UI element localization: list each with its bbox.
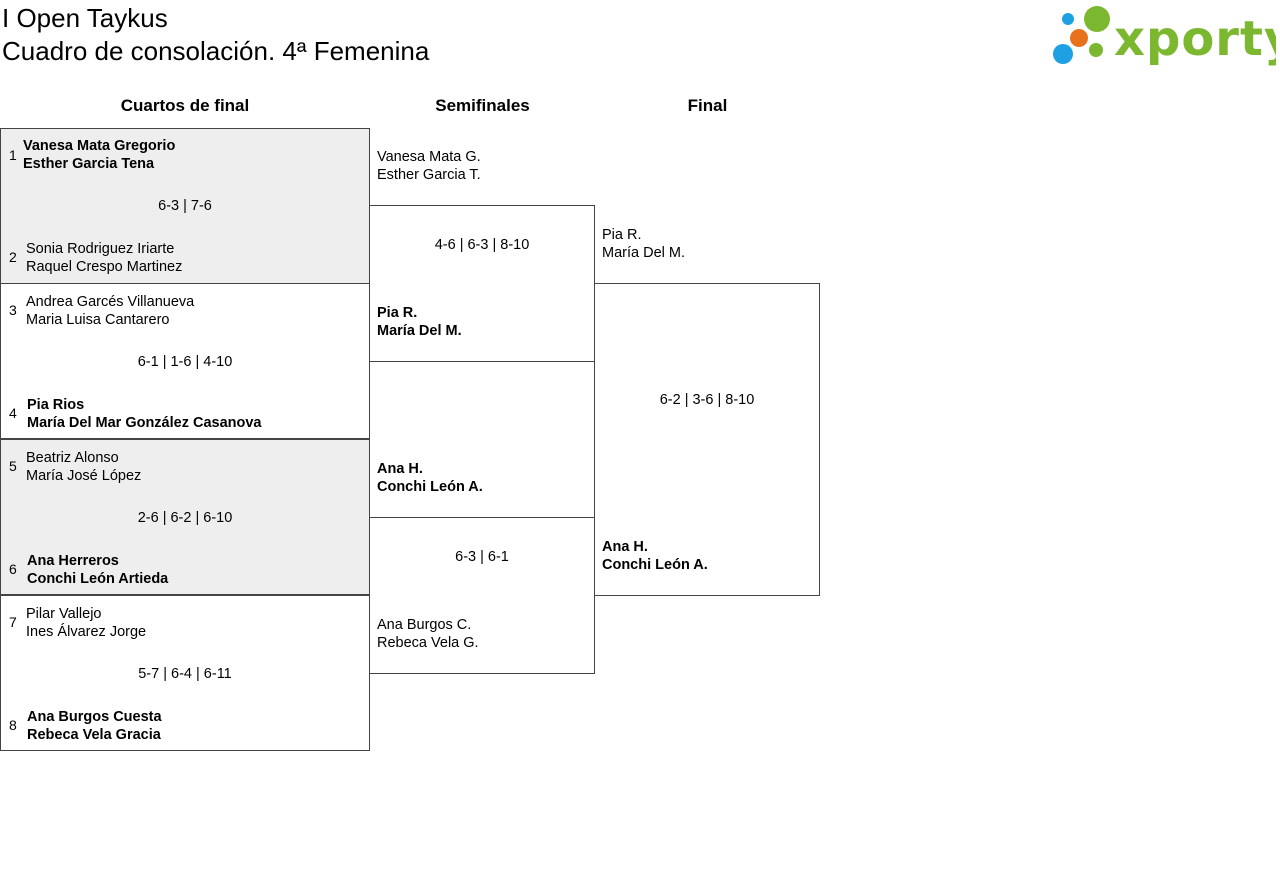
player-name: Ana Burgos Cuesta (27, 709, 162, 725)
semifinal-1-top-pair: Vanesa Mata G. Esther Garcia T. (377, 148, 481, 184)
draw-name: Cuadro de consolación. 4ª Femenina (2, 36, 430, 66)
match-score: 2-6 | 6-2 | 6-10 (137, 510, 233, 526)
final-bottom-pair: Ana H. Conchi León A. (602, 538, 708, 574)
page-title: I Open Taykus Cuadro de consolación. 4ª … (2, 2, 429, 68)
match-score: 6-3 | 7-6 (158, 198, 212, 214)
quarterfinal-match-1: 1 Vanesa Mata Gregorio Esther Garcia Ten… (0, 128, 370, 284)
match-score: 6-1 | 1-6 | 4-10 (137, 354, 233, 370)
round-final-label: Final (687, 96, 728, 115)
seed-number: 3 (9, 302, 17, 318)
final-top-pair: Pia R. María Del M. (602, 226, 685, 262)
round-semifinals-label: Semifinales (435, 96, 530, 115)
player-name: Pia R. (602, 227, 642, 243)
xporty-logo-mark: xporty (1053, 6, 1280, 67)
player-name: Rebeca Vela G. (377, 635, 479, 651)
player-name: Pia Rios (27, 397, 85, 413)
match-score: 4-6 | 6-3 | 8-10 (434, 237, 530, 253)
tournament-name: I Open Taykus (2, 3, 168, 33)
seed-number: 8 (9, 717, 17, 733)
semifinal-match-2: 6-3 | 6-1 Ana Burgos C. Rebeca Vela G. (369, 517, 595, 674)
seed-number: 5 (9, 458, 17, 474)
pair-5: Beatriz Alonso María José López (26, 449, 141, 485)
player-name: Ines Álvarez Jorge (26, 624, 147, 640)
final-match: 6-2 | 3-6 | 8-10 Ana H. Conchi León A. (594, 283, 820, 596)
pair-7: Pilar Vallejo Ines Álvarez Jorge (26, 605, 146, 641)
pair-4: Pia Rios María Del Mar González Casanova (27, 396, 262, 432)
seed-number: 6 (9, 561, 17, 577)
quarterfinal-match-3: 5 Beatriz Alonso María José López 2-6 | … (0, 439, 370, 595)
player-name: Vanesa Mata Gregorio (23, 138, 176, 154)
match-score: 5-7 | 6-4 | 6-11 (138, 666, 232, 682)
player-name: María Del M. (377, 323, 462, 339)
pair-8: Ana Burgos Cuesta Rebeca Vela Gracia (27, 708, 162, 744)
player-name: Beatriz Alonso (26, 450, 119, 466)
semifinal-2-top-pair: Ana H. Conchi León A. (377, 460, 483, 496)
player-name: Maria Luisa Cantarero (26, 312, 170, 328)
xporty-logo[interactable]: xporty (1050, 4, 1280, 67)
player-name: Vanesa Mata G. (377, 149, 481, 165)
player-name: Esther Garcia T. (377, 167, 481, 183)
player-name: Ana H. (602, 539, 648, 555)
seed-number: 4 (9, 405, 17, 421)
player-name: Ana Herreros (27, 553, 119, 569)
semifinal-match-1: 4-6 | 6-3 | 8-10 Pia R. María Del M. (369, 205, 595, 362)
player-name: Conchi León A. (377, 479, 483, 495)
match-score: 6-2 | 3-6 | 8-10 (659, 392, 755, 408)
semifinal-2-bottom-pair: Ana Burgos C. Rebeca Vela G. (377, 616, 479, 652)
match-score: 6-3 | 6-1 (455, 549, 509, 565)
seed-number: 7 (9, 614, 17, 630)
round-quarterfinals-label: Cuartos de final (120, 96, 250, 115)
quarterfinal-match-2: 3 Andrea Garcés Villanueva Maria Luisa C… (0, 283, 370, 439)
pair-2: Sonia Rodriguez Iriarte Raquel Crespo Ma… (26, 240, 182, 276)
player-name: Raquel Crespo Martinez (26, 259, 183, 275)
pair-3: Andrea Garcés Villanueva Maria Luisa Can… (26, 293, 194, 329)
player-name: Pia R. (377, 305, 418, 321)
player-name: María José López (26, 468, 142, 484)
player-name: Conchi León Artieda (27, 571, 169, 587)
seed-number: 2 (9, 249, 17, 265)
player-name: Ana Burgos C. (377, 617, 472, 633)
player-name: Sonia Rodriguez Iriarte (26, 241, 175, 257)
brand-wordmark: xporty (1114, 11, 1276, 66)
player-name: Conchi León A. (602, 557, 708, 573)
player-name: María Del M. (602, 245, 685, 261)
player-name: Pilar Vallejo (26, 606, 102, 622)
player-name: Ana H. (377, 461, 423, 477)
player-name: María Del Mar González Casanova (27, 415, 262, 431)
pair-6: Ana Herreros Conchi León Artieda (27, 552, 168, 588)
player-name: Esther Garcia Tena (23, 156, 155, 172)
seed-number: 1 (9, 147, 17, 163)
player-name: Andrea Garcés Villanueva (26, 294, 195, 310)
pair-1: Vanesa Mata Gregorio Esther Garcia Tena (23, 137, 175, 173)
quarterfinal-match-4: 7 Pilar Vallejo Ines Álvarez Jorge 5-7 |… (0, 595, 370, 751)
player-name: Rebeca Vela Gracia (27, 727, 161, 743)
semifinal-1-bottom-pair: Pia R. María Del M. (377, 304, 462, 340)
